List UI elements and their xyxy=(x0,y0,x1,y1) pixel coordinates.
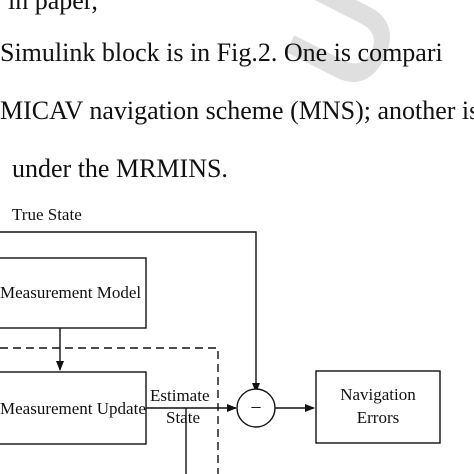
measurement-update-label: Measurement Update xyxy=(0,399,146,418)
paragraph-line-4: under the MRMINS. xyxy=(12,154,228,183)
navigation-errors-block xyxy=(315,370,441,444)
estimate-label: Estimate xyxy=(150,386,209,405)
dashed-frame xyxy=(0,347,219,474)
true-state-arrow xyxy=(0,231,260,393)
measurement-update-block xyxy=(0,371,147,445)
minus-sign: − xyxy=(250,397,261,419)
errors-label: Errors xyxy=(357,408,399,427)
navigation-label: Navigation xyxy=(340,385,416,404)
paragraph-line-2: Simulink block is in Fig.2. One is compa… xyxy=(0,38,443,67)
measurement-model-block xyxy=(0,257,147,329)
true-state-label: True State xyxy=(12,205,82,224)
paragraph-line-3: MICAV navigation scheme (MNS); another i… xyxy=(0,96,474,125)
measurement-model-label: Measurement Model xyxy=(0,283,141,302)
state-label: State xyxy=(166,408,200,427)
paragraph-line-1: in paper, xyxy=(8,0,98,15)
